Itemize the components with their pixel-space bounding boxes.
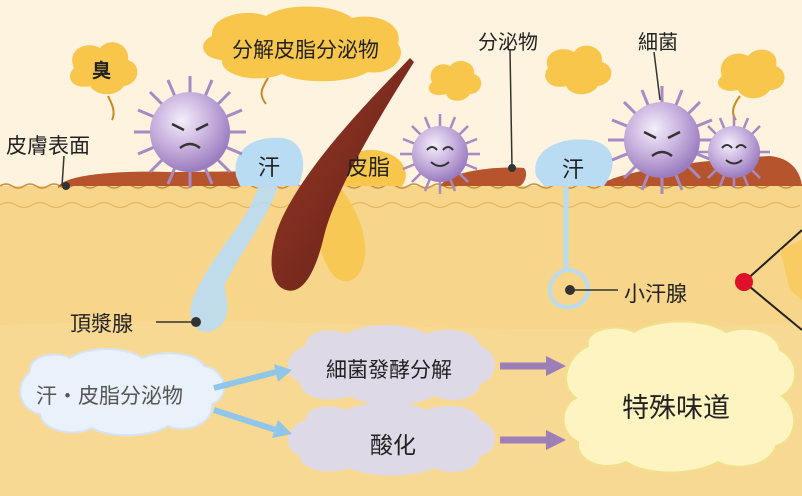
surface-sebum-layer [440,167,527,186]
skin-surface-label: 皮膚表面 [6,134,90,158]
surface-sebum-layer [58,171,262,188]
flow-arrows [213,356,566,450]
sweat-right-label: 汗 [562,158,585,183]
flow-process-bottom-label: 酸化 [370,433,416,459]
bacteria-large-right [608,86,716,194]
bacteria-small-center [400,114,480,194]
process-cloud-top [287,325,495,405]
skin-surface-marker [62,182,70,190]
secretion-marker [508,164,516,172]
hair [271,58,414,291]
bacteria-label: 細菌 [638,30,678,54]
eccrine-gland-label: 小汗腺 [624,282,687,306]
bacteria-large-left [134,76,246,188]
decompose-bubble [203,6,402,105]
sweat-left-label: 汗 [258,156,281,181]
bacteria-small-right [698,116,770,188]
sebum-label: 皮脂 [346,156,391,181]
sweat-drop-left [235,137,304,186]
process-cloud-bottom [287,402,495,476]
decompose-sebum-label: 分解皮脂分泌物 [232,38,379,62]
odor-bubble-right [545,45,785,121]
flow-process-top-label: 細菌發酵分解 [326,358,452,382]
sweat-drop-right [535,139,613,186]
odor-label: 臭 [92,60,112,82]
flow-source-label: 汗・皮脂分泌物 [36,384,183,408]
source-cloud [19,348,226,437]
red-marker [735,229,802,331]
result-cloud [562,320,797,474]
odor-bubble-mid [428,60,482,101]
apocrine-gland-label: 頂漿腺 [70,312,133,336]
label-pointers [61,49,661,323]
secretion-label: 分泌物 [478,30,538,54]
odor-bubble-left [69,42,138,121]
flow-result-label: 特殊味道 [622,393,730,424]
